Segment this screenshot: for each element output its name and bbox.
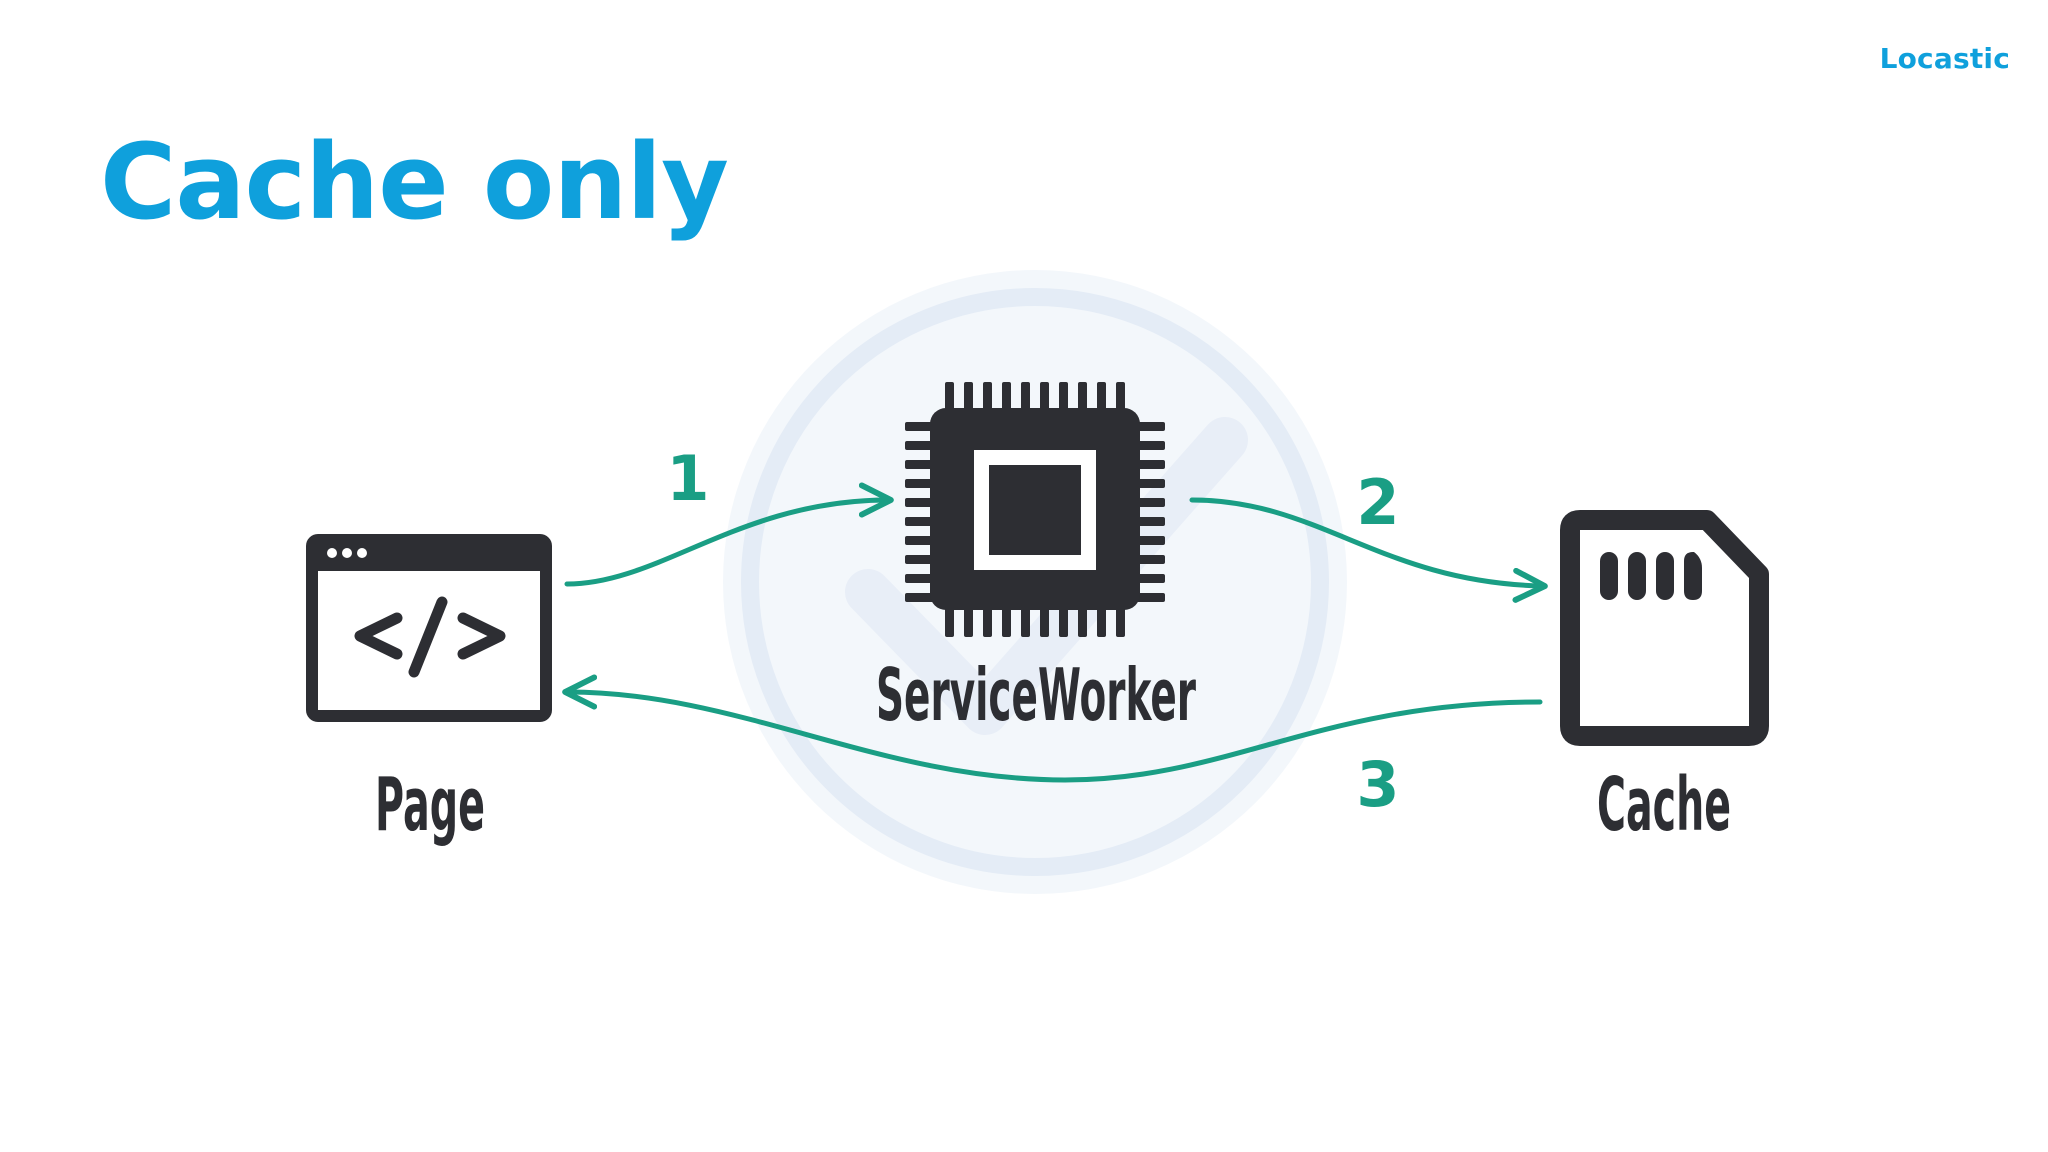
brand-logo: Locastic [1879, 42, 2010, 75]
step-number-1: 1 [666, 442, 709, 515]
arrow-step-1 [564, 482, 894, 587]
cache-label: Cache [1597, 762, 1731, 848]
cache-sd-card-icon [1560, 510, 1769, 746]
page-browser-code-icon [306, 534, 552, 722]
arrow-step-2 [1189, 497, 1548, 603]
service-worker-label: ServiceWorker [876, 653, 1196, 737]
service-worker-chip-icon [905, 382, 1165, 637]
step-number-2: 2 [1356, 466, 1399, 539]
step-number-3: 3 [1356, 748, 1399, 821]
arrow-step-3 [562, 674, 1543, 783]
page-label: Page [375, 762, 485, 848]
slide-title: Cache only [100, 121, 729, 243]
